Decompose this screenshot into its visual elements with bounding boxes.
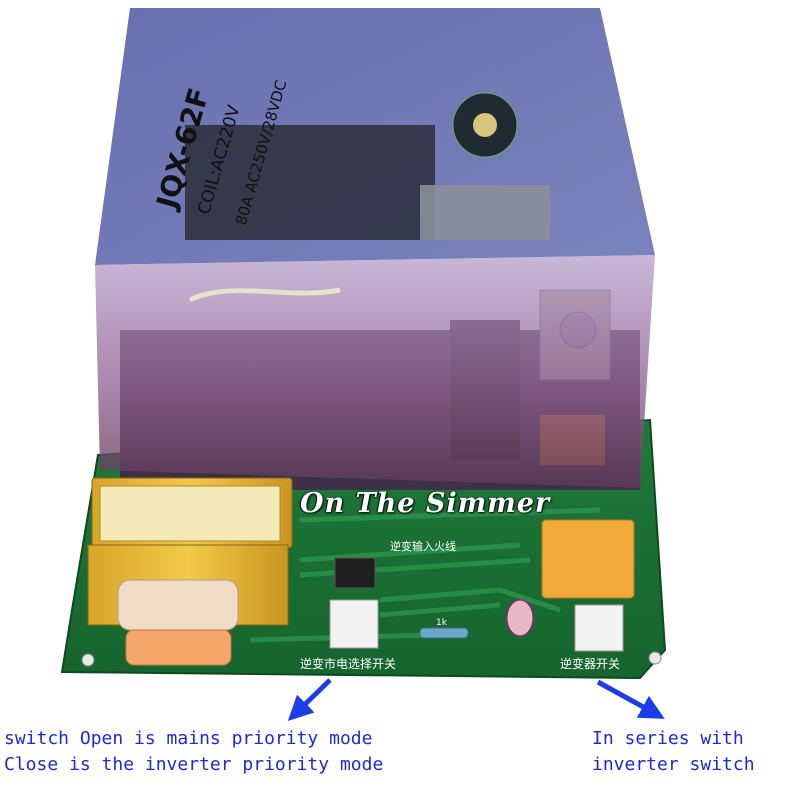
transformer-winding-base <box>125 629 232 666</box>
relay-wire <box>188 287 341 303</box>
relay-coil-block <box>185 125 435 240</box>
small-relay <box>541 519 635 599</box>
pcb-traces <box>249 507 601 643</box>
right-annotation-line-1: In series with <box>592 728 744 749</box>
relay-armature <box>420 185 550 240</box>
mains-select-connector <box>329 599 379 649</box>
mounting-hole <box>81 653 95 667</box>
right-annotation: In series with inverter switch <box>592 726 755 778</box>
board-label-right: 逆变器开关 <box>560 656 620 671</box>
left-annotation-line-2: Close is the inverter priority mode <box>4 754 384 775</box>
left-arrow <box>287 678 332 721</box>
transformer-winding <box>117 579 239 631</box>
led <box>506 599 534 637</box>
inverter-switch-connector <box>574 604 624 652</box>
ic-chip <box>334 557 376 589</box>
left-annotation-line-1: switch Open is mains priority mode <box>4 728 373 749</box>
transformer-label <box>99 485 281 542</box>
board-label-left: 逆变市电选择开关 <box>300 656 396 671</box>
right-annotation-line-2: inverter switch <box>592 754 755 775</box>
resistor-label: 1k <box>436 618 448 628</box>
relay-coil-cap-center <box>473 113 497 137</box>
left-annotation: switch Open is mains priority mode Close… <box>4 726 383 778</box>
watermark-text: On The Simmer <box>300 488 551 519</box>
board-label-top: 逆变输入火线 <box>390 539 456 553</box>
right-arrow <box>596 679 665 719</box>
relay-cover-front <box>95 255 655 488</box>
mounting-hole <box>648 651 662 665</box>
resistor <box>419 627 469 639</box>
